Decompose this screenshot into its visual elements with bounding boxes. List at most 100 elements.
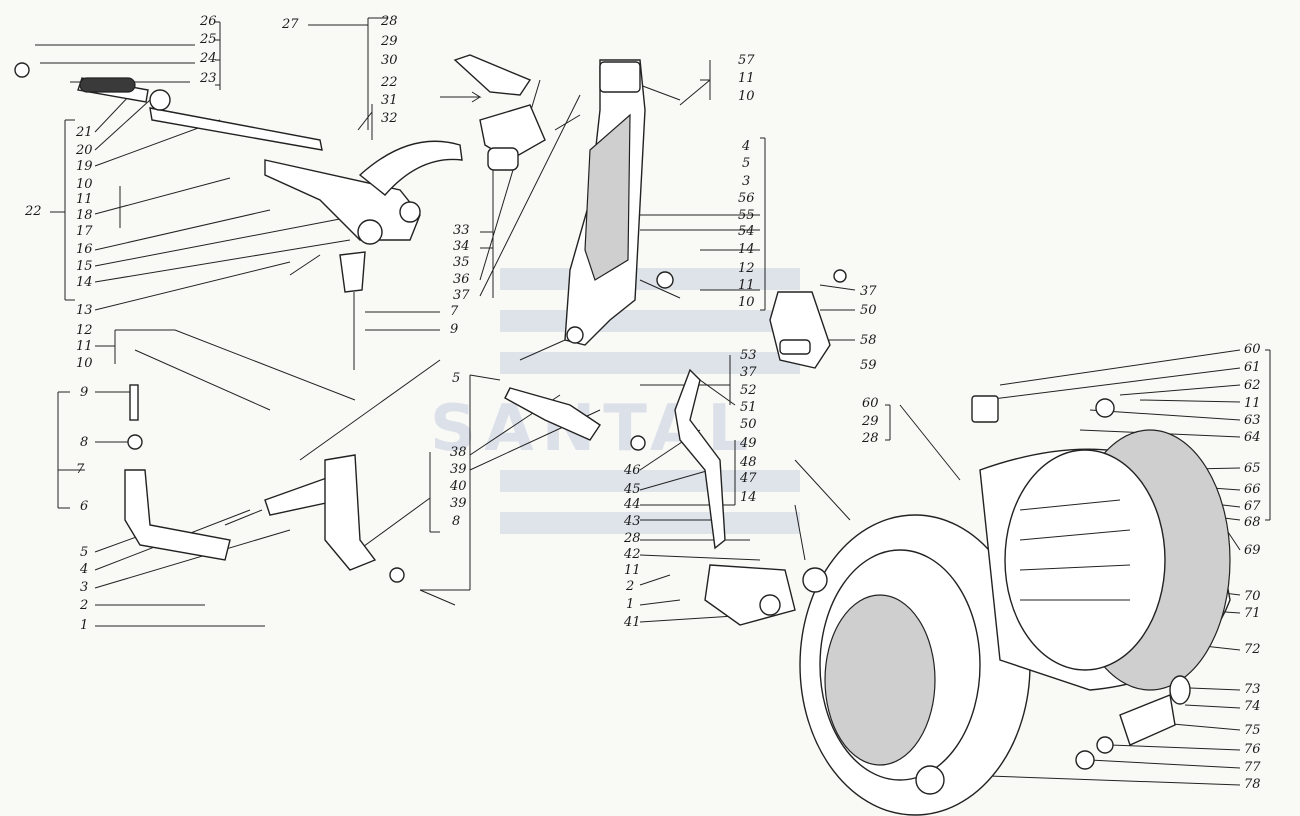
callout-number: 23	[200, 71, 217, 86]
callout-number: 29	[381, 34, 398, 49]
callout-number: 14	[738, 242, 755, 257]
callout-number: 30	[381, 53, 398, 68]
callout-number: 50	[740, 417, 757, 432]
callout-number: 7	[450, 304, 459, 319]
callout-number: 6	[80, 499, 89, 514]
callout-number: 1	[626, 597, 635, 612]
callout-number: 40	[450, 479, 467, 494]
callout-number: 37	[860, 284, 877, 299]
callout-number: 47	[740, 471, 757, 486]
callout-number: 8	[80, 435, 89, 450]
callout-number: 11	[76, 192, 93, 207]
callout-number: 33	[453, 223, 470, 238]
callout-number: 2	[80, 598, 89, 613]
lower-linkage	[124, 368, 796, 626]
callout-number: 25	[200, 32, 217, 47]
callout-number: 1	[80, 618, 89, 633]
callout-number: 36	[453, 272, 470, 287]
callout-number: 76	[1244, 742, 1261, 757]
callout-number: 66	[1244, 482, 1261, 497]
callout-number: 62	[1244, 378, 1261, 393]
callout-number: 37	[740, 365, 757, 380]
callout-number: 46	[624, 463, 641, 478]
callout-number: 14	[76, 275, 93, 290]
callout-number: 24	[200, 51, 217, 66]
callout-number: 11	[1244, 396, 1261, 411]
callout-number: 32	[381, 111, 398, 126]
callout-number: 55	[738, 208, 755, 223]
callout-number: 7	[76, 462, 85, 477]
callout-number: 31	[381, 93, 398, 108]
callout-number: 5	[452, 371, 461, 386]
callout-number: 5	[80, 545, 89, 560]
callout-number: 67	[1244, 499, 1261, 514]
callout-number: 63	[1244, 413, 1261, 428]
callout-number: 5	[742, 156, 751, 171]
callout-number: 10	[76, 177, 93, 192]
callout-number: 61	[1244, 360, 1261, 375]
callout-number: 49	[740, 436, 757, 451]
callout-number: 12	[738, 261, 755, 276]
callout-number: 77	[1244, 760, 1261, 775]
callout-number: 11	[738, 71, 755, 86]
callout-number: 9	[80, 385, 89, 400]
small-plate-parts	[656, 269, 847, 369]
callout-number: 14	[740, 490, 757, 505]
callout-number: 13	[76, 303, 93, 318]
callout-number: 3	[80, 580, 89, 595]
callout-number: 54	[738, 224, 755, 239]
callout-number: 53	[740, 348, 757, 363]
callout-number: 52	[740, 383, 757, 398]
brake-drum-assembly	[799, 395, 1231, 816]
callout-number: 20	[76, 143, 93, 158]
callout-number: 18	[76, 208, 93, 223]
callout-number: 9	[450, 322, 459, 337]
callout-number: 15	[76, 259, 93, 274]
callout-number: 41	[624, 615, 641, 630]
callout-number: 60	[1244, 342, 1261, 357]
callout-number: 29	[862, 414, 879, 429]
callout-number: 59	[860, 358, 877, 373]
callout-number: 38	[450, 445, 467, 460]
callout-number: 64	[1244, 430, 1261, 445]
callout-number: 12	[76, 323, 93, 338]
callout-number: 10	[738, 295, 755, 310]
callout-number: 48	[740, 455, 757, 470]
callout-number: 71	[1244, 606, 1261, 621]
callout-number: 22	[381, 75, 398, 90]
callout-number: 19	[76, 159, 93, 174]
callout-number: 68	[1244, 515, 1261, 530]
callout-number: 73	[1244, 682, 1261, 697]
assembly-arrows	[224, 84, 681, 606]
callout-number: 4	[80, 562, 89, 577]
callout-number: 17	[76, 224, 93, 239]
callout-number: 78	[1244, 777, 1261, 792]
callout-number: 4	[742, 139, 751, 154]
mounting-bracket	[564, 59, 646, 346]
callout-number: 21	[76, 125, 93, 140]
callout-number: 69	[1244, 543, 1261, 558]
callout-number: 51	[740, 400, 757, 415]
callout-number: 11	[738, 278, 755, 293]
callout-number: 3	[742, 174, 751, 189]
callout-number: 45	[624, 482, 641, 497]
callout-number: 57	[738, 53, 755, 68]
callout-number: 8	[452, 514, 461, 529]
callout-number: 50	[860, 303, 877, 318]
callout-number: 44	[624, 497, 641, 512]
callout-number: 58	[860, 333, 877, 348]
callout-number: 2	[626, 579, 635, 594]
callout-number: 43	[624, 514, 641, 529]
callout-number: 42	[624, 547, 641, 562]
callout-number: 28	[624, 531, 641, 546]
callout-number: 28	[381, 14, 398, 29]
callout-number: 37	[453, 288, 470, 303]
callout-number: 26	[200, 14, 217, 29]
callout-number: 28	[862, 431, 879, 446]
callout-number: 34	[453, 239, 470, 254]
callout-number: 10	[738, 89, 755, 104]
callout-number: 70	[1244, 589, 1261, 604]
